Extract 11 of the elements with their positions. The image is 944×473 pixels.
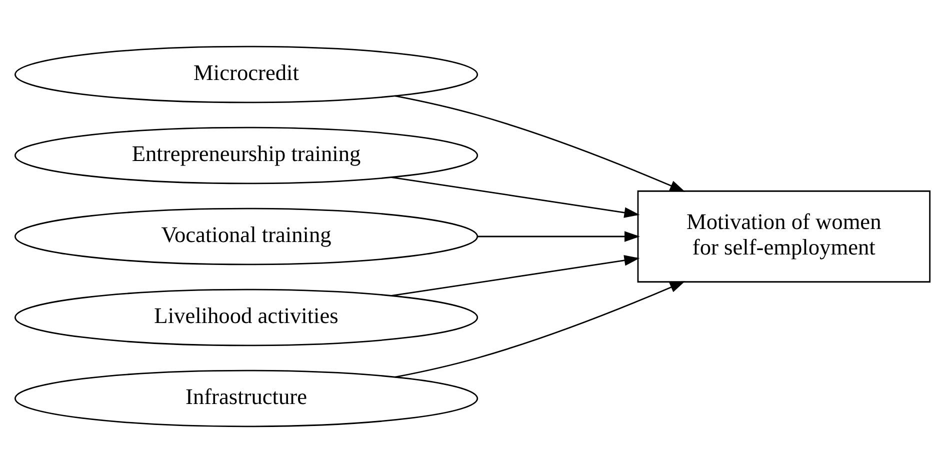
node-ellipse: Infrastructure: [14, 370, 478, 428]
arrow: [477, 231, 640, 242]
arrow: [390, 176, 640, 218]
node-ellipse: Microcredit: [14, 46, 478, 104]
node-ellipse: Entrepreneurship training: [14, 126, 478, 184]
node-ellipse: Vocational training: [14, 208, 478, 266]
arrow: [394, 95, 685, 192]
arrow: [390, 255, 640, 296]
node-box: Motivation of women for self-employment: [636, 190, 930, 283]
arrow: [394, 281, 685, 378]
node-ellipse: Livelihood activities: [14, 288, 478, 346]
